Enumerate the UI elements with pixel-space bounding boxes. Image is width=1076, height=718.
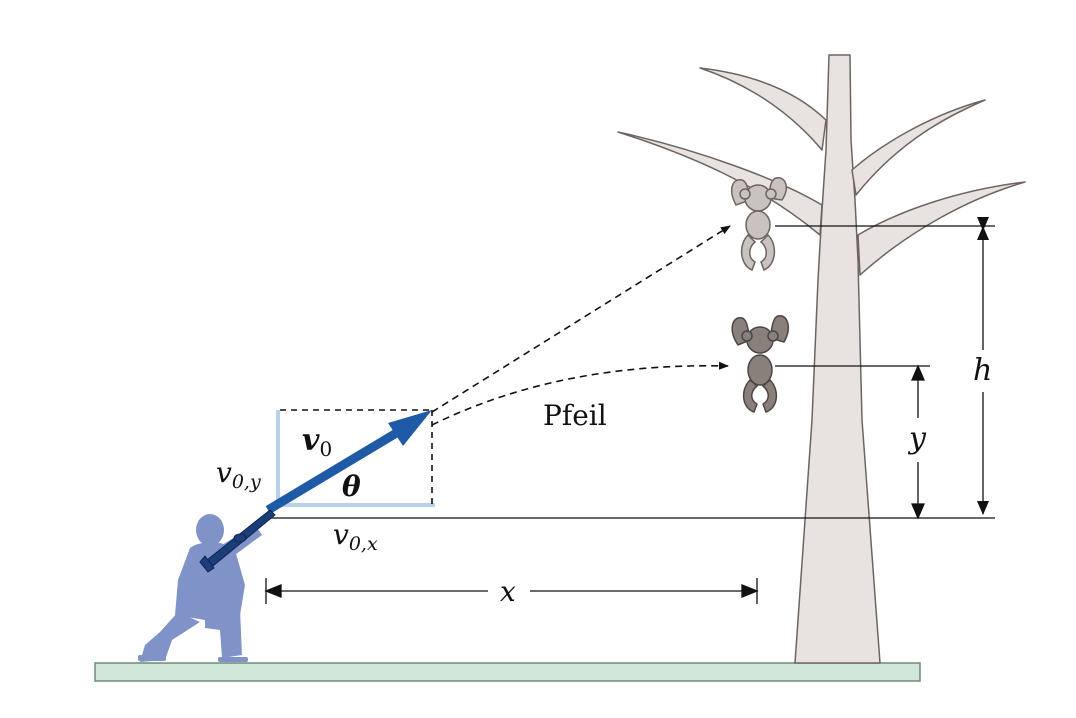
dimension-y [911,364,925,520]
dimension-h-heads [977,226,989,240]
label-v0x: v0,x [333,518,378,555]
ground [94,662,921,682]
label-theta: θ [342,470,361,503]
velocity-components [272,410,435,507]
gun [199,509,276,573]
label-arrow: Pfeil [543,399,607,432]
monkey-upper [730,177,787,271]
label-y: y [907,421,927,456]
monkey-lower [731,315,790,413]
label-x: x [500,575,516,608]
velocity-vector [265,410,432,514]
dimension-x [264,578,759,604]
label-v0: v0 [302,423,332,461]
label-h: h [973,353,992,388]
arrow-trajectory [431,361,729,426]
component-box-dashed [280,409,433,505]
tree [617,54,1026,664]
aim-line [431,225,731,413]
label-v0y: v0,y [216,456,261,493]
